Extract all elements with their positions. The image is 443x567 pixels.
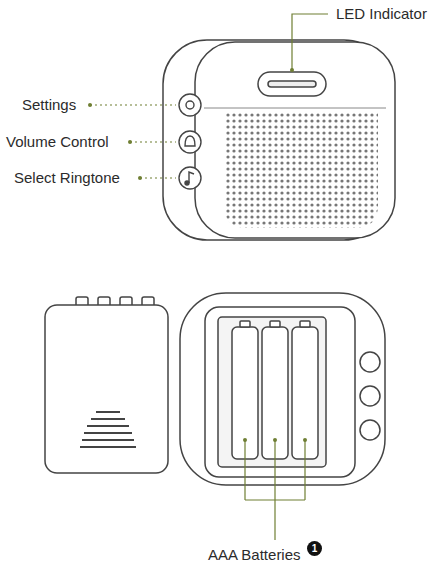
side-buttons xyxy=(179,94,201,189)
speaker-grille xyxy=(224,112,378,228)
leader-lines xyxy=(245,440,305,540)
part-label: LED Indicator xyxy=(336,5,427,23)
leader-line xyxy=(292,14,328,70)
callout-number: 1 xyxy=(307,541,322,556)
part-label: Settings xyxy=(22,96,76,114)
battery-cover xyxy=(45,297,168,473)
receiver-front-view xyxy=(163,40,395,240)
part-label: AAA Batteries xyxy=(208,546,301,564)
receiver-back-view xyxy=(180,293,385,485)
part-label: Select Ringtone xyxy=(14,169,120,187)
part-label: Volume Control xyxy=(6,133,109,151)
